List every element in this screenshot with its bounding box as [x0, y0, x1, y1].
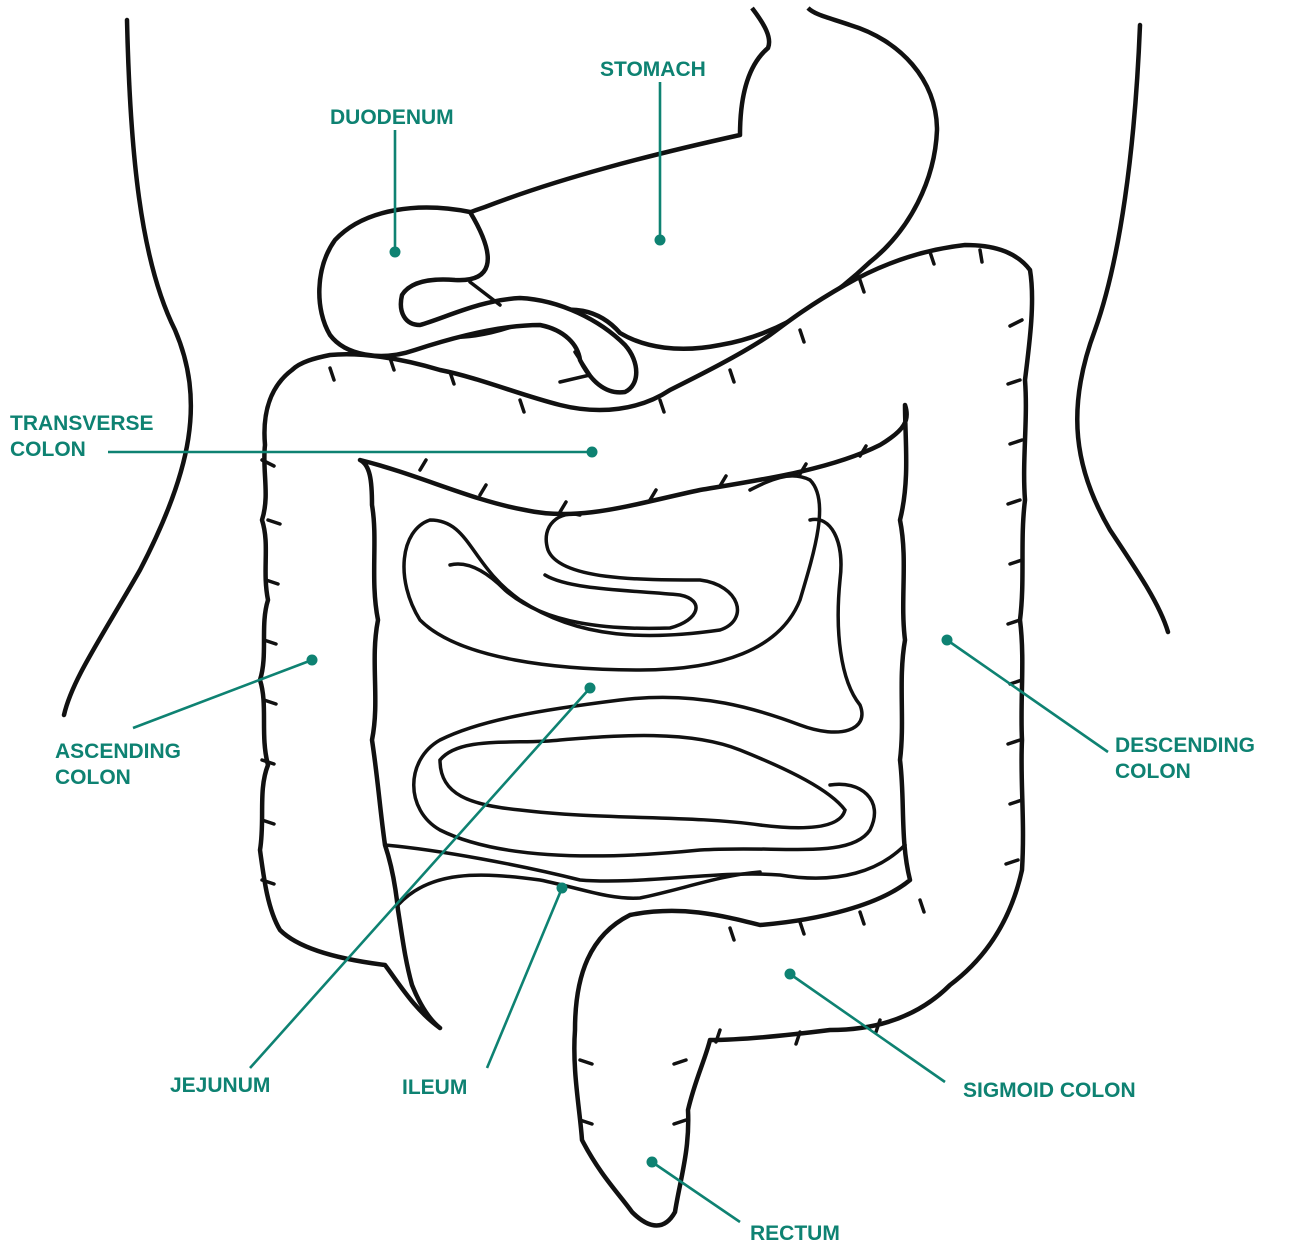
label-ascending-colon-line-1: ASCENDING	[55, 740, 181, 763]
upper-loop-inner	[450, 564, 696, 628]
leader-dot-stomach	[655, 235, 666, 246]
label-descending-colon-line-1: DESCENDING	[1115, 734, 1255, 757]
label-sigmoid-colon-line-1: SIGMOID COLON	[963, 1079, 1136, 1102]
label-jejunum-line-1: JEJUNUM	[170, 1074, 270, 1097]
leader-dot-rectum	[647, 1157, 658, 1168]
middle-loop-inner	[440, 736, 845, 828]
leader-dot-descending	[942, 635, 953, 646]
body-outline-right	[1077, 25, 1168, 632]
label-duodenum-line-1: DUODENUM	[330, 106, 454, 129]
label-stomach-line-1: STOMACH	[600, 58, 706, 81]
label-transverse-colon-line-1: TRANSVERSE	[10, 412, 154, 435]
body-outline-left	[64, 20, 191, 715]
leader-dot-transverse	[587, 447, 598, 458]
label-stomach: STOMACH	[600, 58, 706, 81]
label-descending-colon: DESCENDING COLON	[1115, 734, 1261, 783]
label-rectum-line-1: RECTUM	[750, 1222, 840, 1245]
leader-dot-jejunum	[585, 683, 596, 694]
leader-dot-ascending	[307, 655, 318, 666]
leader-dot-sigmoid	[785, 969, 796, 980]
label-jejunum: JEJUNUM	[170, 1074, 270, 1097]
label-rectum: RECTUM	[750, 1222, 840, 1245]
leader-line-ileum	[487, 888, 562, 1068]
label-duodenum: DUODENUM	[330, 106, 454, 129]
label-descending-colon-line-2: COLON	[1115, 760, 1191, 783]
leader-dot-ileum	[557, 883, 568, 894]
label-ileum: ILEUM	[402, 1076, 467, 1099]
label-sigmoid-colon: SIGMOID COLON	[963, 1079, 1136, 1102]
label-transverse-colon: TRANSVERSE COLON	[10, 412, 159, 461]
label-ascending-colon-line-2: COLON	[55, 766, 131, 789]
label-ileum-line-1: ILEUM	[402, 1076, 467, 1099]
small-intestine-coils	[385, 476, 905, 905]
leader-dot-duodenum	[390, 247, 401, 258]
label-transverse-colon-line-2: COLON	[10, 438, 86, 461]
label-ascending-colon: ASCENDING COLON	[55, 740, 187, 789]
